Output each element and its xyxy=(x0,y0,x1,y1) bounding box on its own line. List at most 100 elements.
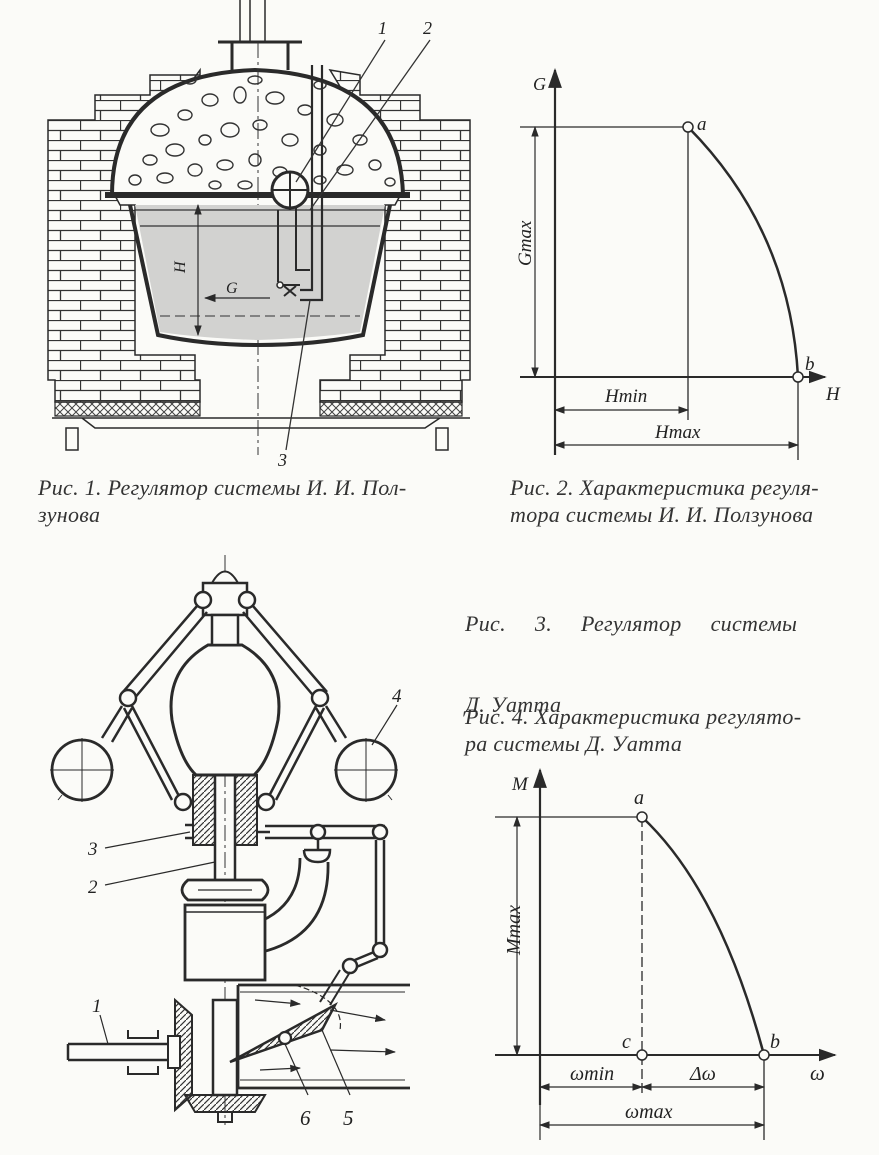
fig1-caption-line2: зунова xyxy=(38,502,101,527)
fig4-curve xyxy=(641,816,766,1056)
fig4-chart: M ω a b c Mmax ωmin Δω ωmax xyxy=(495,768,837,1140)
fig3-bottom-stub xyxy=(217,1112,233,1123)
fig3-right-lower-arm xyxy=(266,705,326,801)
fig2-label-b: b xyxy=(805,354,815,375)
fig1-label-h: H xyxy=(172,260,189,274)
fig2-point-a xyxy=(682,121,694,133)
fig3-label-1: 1 xyxy=(92,996,102,1017)
fig1-label-3: 3 xyxy=(277,450,287,470)
fig1-base-frame xyxy=(52,417,470,429)
fig3-left-ball-cross xyxy=(50,738,114,802)
fig2-label-hmin: Hmin xyxy=(604,386,647,407)
fig3-leader-3 xyxy=(104,831,191,849)
fig3-pipe-inner xyxy=(240,991,405,1081)
fig4-label-mmax: Mmax xyxy=(503,905,525,956)
fig3-arc-guide xyxy=(294,984,342,1031)
fig4-caption-line1: Рис. 4. Характеристика регулято- xyxy=(465,704,802,729)
fig3-flow-arrow-2 xyxy=(329,1009,387,1022)
fig1-feed-pipe xyxy=(300,65,324,302)
fig4-point-a xyxy=(636,811,648,823)
fig1-top-nozzle xyxy=(218,40,302,70)
fig1-vessel xyxy=(128,204,392,348)
fig2-caption-line2: тора системы И. И. Ползунова xyxy=(510,502,814,527)
fig3-caption: Рис. 3. Регулятор системы Д. Уатта xyxy=(465,556,870,745)
fig3-input-shaft xyxy=(66,1042,175,1062)
fig1-label-1: 1 xyxy=(378,18,387,38)
fig3-top-cap xyxy=(210,570,240,584)
fig1-right-foundation xyxy=(319,401,463,417)
fig4-label-b: b xyxy=(770,1031,780,1053)
fig3-bulb xyxy=(169,643,281,777)
fig3-flow-arrow-4 xyxy=(259,1064,302,1073)
fig1-caption: Рис. 1. Регулятор системы И. И. Пол- зун… xyxy=(38,474,488,528)
fig1-steam-pipe xyxy=(239,0,266,42)
fig3-rod-pivot xyxy=(371,941,389,959)
fig3-sleeve-right xyxy=(234,774,258,846)
fig1-drawing: H G 1 2 3 xyxy=(47,0,471,470)
fig4-label-c: c xyxy=(622,1031,631,1053)
fig1-left-foundation xyxy=(54,401,201,417)
fig3-sleeve-collar xyxy=(185,823,270,840)
fig3-lever-pivot-2 xyxy=(371,823,389,841)
fig2-caption-line1: Рис. 2. Характеристика регуля- xyxy=(510,475,819,500)
fig3-bearing xyxy=(127,1030,159,1075)
fig3-sleeve-pivot-right xyxy=(256,792,276,812)
fig2-curve xyxy=(687,126,800,378)
fig3-left-knee xyxy=(118,688,138,708)
fig3-leader-2 xyxy=(104,861,216,886)
fig4-point-c xyxy=(636,1049,648,1061)
fig4-label-wmin: ωmin xyxy=(570,1063,614,1085)
fig3-left-upper-arm xyxy=(122,605,208,701)
fig2-label-a: a xyxy=(697,114,707,135)
fig3-sleeve-left xyxy=(192,774,216,846)
fig1-left-leg xyxy=(65,427,79,451)
fig3-label-5: 5 xyxy=(343,1106,354,1130)
fig3-damper-pivot xyxy=(277,1030,293,1046)
fig3-leader-5 xyxy=(321,1029,351,1096)
fig3-bottom-gear xyxy=(183,1094,267,1113)
fig3-bulb-neck xyxy=(210,613,240,647)
fig4-label-wmax: ωmax xyxy=(625,1101,673,1123)
fig2-axis-h-label: H xyxy=(825,384,841,405)
fig1-leader-3 xyxy=(285,299,311,451)
fig2-label-gmax: Gmax xyxy=(515,220,536,266)
fig3-leader-4 xyxy=(371,704,398,746)
fig3-right-knee xyxy=(310,688,330,708)
fig3-top-pivot-left xyxy=(193,590,213,610)
fig3-lower-shaft xyxy=(211,998,239,1097)
fig1-float-rod xyxy=(273,172,310,282)
fig3-right-upper-arm xyxy=(242,605,328,701)
fig3-leader-1 xyxy=(99,1014,109,1045)
fig3-right-ball-arm xyxy=(314,705,348,743)
fig4-caption: Рис. 4. Характеристика регулято- ра сист… xyxy=(465,703,870,757)
fig1-caption-line1: Рис. 1. Регулятор системы И. И. Пол- xyxy=(38,475,407,500)
fig4-caption-line2: ра системы Д. Уатта xyxy=(465,731,683,756)
fig3-flow-arrow-3 xyxy=(329,1047,397,1056)
fig1-leader-2 xyxy=(309,39,431,211)
fig3-lever-pivot-1 xyxy=(309,823,327,841)
fig3-damper-link xyxy=(319,969,351,1006)
fig3-drawing xyxy=(50,555,410,1125)
fig2-axis-g-label: G xyxy=(533,74,546,94)
fig3-lever xyxy=(265,824,385,840)
fig3-label-6: 6 xyxy=(300,1106,311,1130)
fig3-side-gear xyxy=(174,997,193,1113)
fig3-housing xyxy=(183,903,267,982)
fig1-label-g: G xyxy=(226,280,238,297)
fig3-spindle xyxy=(213,775,237,882)
fig3-left-lower-arm xyxy=(122,705,182,801)
fig1-leader-1 xyxy=(295,39,386,183)
fig4-label-a: a xyxy=(634,787,644,809)
fig4-axis-m-label: M xyxy=(511,774,529,795)
fig2-caption: Рис. 2. Характеристика регуля- тора сист… xyxy=(510,474,875,528)
fig3-lever-support xyxy=(302,838,332,864)
fig1-water-level xyxy=(135,209,385,227)
fig3-caption-line1: Рис. 3. Регулятор системы xyxy=(465,611,798,636)
fig1-right-leg xyxy=(435,427,449,451)
fig3-label-4: 4 xyxy=(392,686,402,707)
fig3-label-3: 3 xyxy=(87,839,98,860)
fig3-caption-line2: Д. Уатта xyxy=(465,692,562,717)
fig4-point-b xyxy=(758,1049,770,1061)
